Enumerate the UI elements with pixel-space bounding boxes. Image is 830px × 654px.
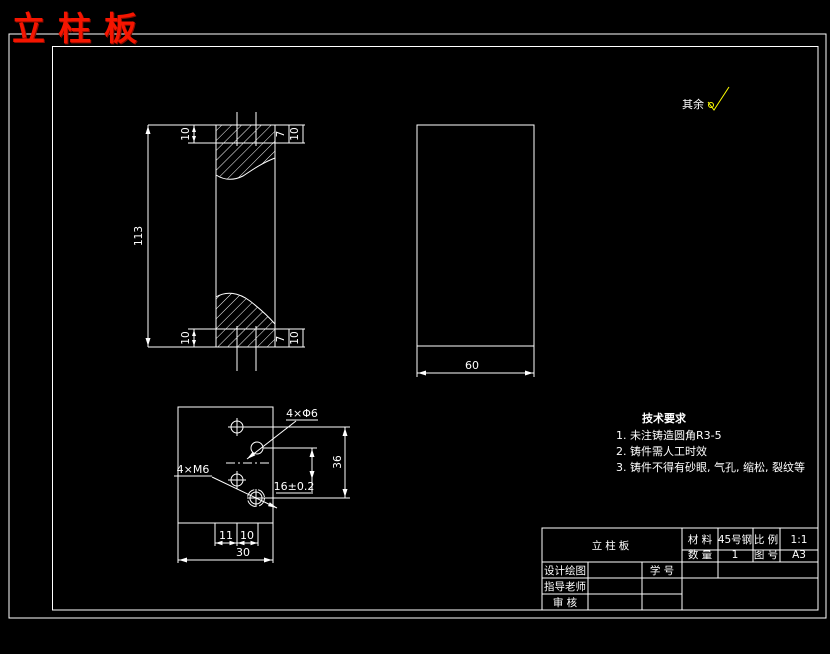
reviewer-label: 审 核 <box>553 596 578 609</box>
dim-plan-tolerance: 16±0.2 <box>274 480 315 493</box>
dim-side-width: 60 <box>465 359 479 372</box>
drawing-no-value: A3 <box>792 549 806 561</box>
dim-front-top-mid: 7 <box>275 131 287 138</box>
plan-view: 11 10 30 36 16±0.2 4×Φ6 <box>174 406 350 563</box>
tech-req-item-2: 2. 铸件需人工时效 <box>616 444 707 458</box>
surface-note-label: 其余 <box>682 97 704 111</box>
dim-plan-11: 11 <box>219 529 233 542</box>
dim-front-top-right: 10 <box>289 127 301 140</box>
tech-req-item-1: 1. 未注铸造圆角R3-5 <box>616 428 722 442</box>
scale-value: 1:1 <box>791 534 808 546</box>
drawing-no-label: 图 号 <box>754 549 778 561</box>
label-holes-clearance: 4×Φ6 <box>286 407 318 420</box>
qty-label: 数 量 <box>688 548 713 561</box>
side-view: 60 <box>416 124 535 377</box>
label-holes-tapped: 4×M6 <box>177 463 210 476</box>
dim-plan-10: 10 <box>240 529 254 542</box>
dim-plan-30: 30 <box>236 546 250 559</box>
dim-front-bottom-mid: 7 <box>275 336 287 343</box>
dim-front-bottom-right: 10 <box>289 331 301 344</box>
tech-requirements: 技术要求 1. 未注铸造圆角R3-5 2. 铸件需人工时效 3. 铸件不得有砂眼… <box>616 411 805 474</box>
scale-label: 比 例 <box>754 533 778 546</box>
dim-front-top-left: 10 <box>180 127 192 140</box>
material-label: 材 料 <box>688 533 713 546</box>
designer-label: 设计绘图 <box>544 564 586 577</box>
title-block-part-name: 立柱板 <box>592 539 633 552</box>
dim-front-height: 113 <box>133 226 145 246</box>
title-block: 立柱板 材 料 45号钢 比 例 1:1 数 量 1 图 号 A3 设计绘图 学… <box>541 527 819 611</box>
material-value: 45号钢 <box>718 533 752 546</box>
tech-req-title: 技术要求 <box>642 411 687 425</box>
qty-value: 1 <box>732 549 739 561</box>
dim-plan-36: 36 <box>332 455 344 469</box>
advisor-label: 指导老师 <box>544 580 586 593</box>
drawing-border <box>8 33 827 619</box>
tech-req-item-3: 3. 铸件不得有砂眼, 气孔, 缩松, 裂纹等 <box>616 460 805 474</box>
window-title: 立柱板 <box>12 9 150 48</box>
surface-roughness-icon <box>707 86 730 111</box>
front-section-view: 113 10 7 10 10 7 10 <box>133 112 305 371</box>
student-id-label: 学 号 <box>650 564 674 577</box>
dim-front-bottom-left: 10 <box>180 331 192 344</box>
surface-finish-note: 其余 <box>682 86 730 111</box>
